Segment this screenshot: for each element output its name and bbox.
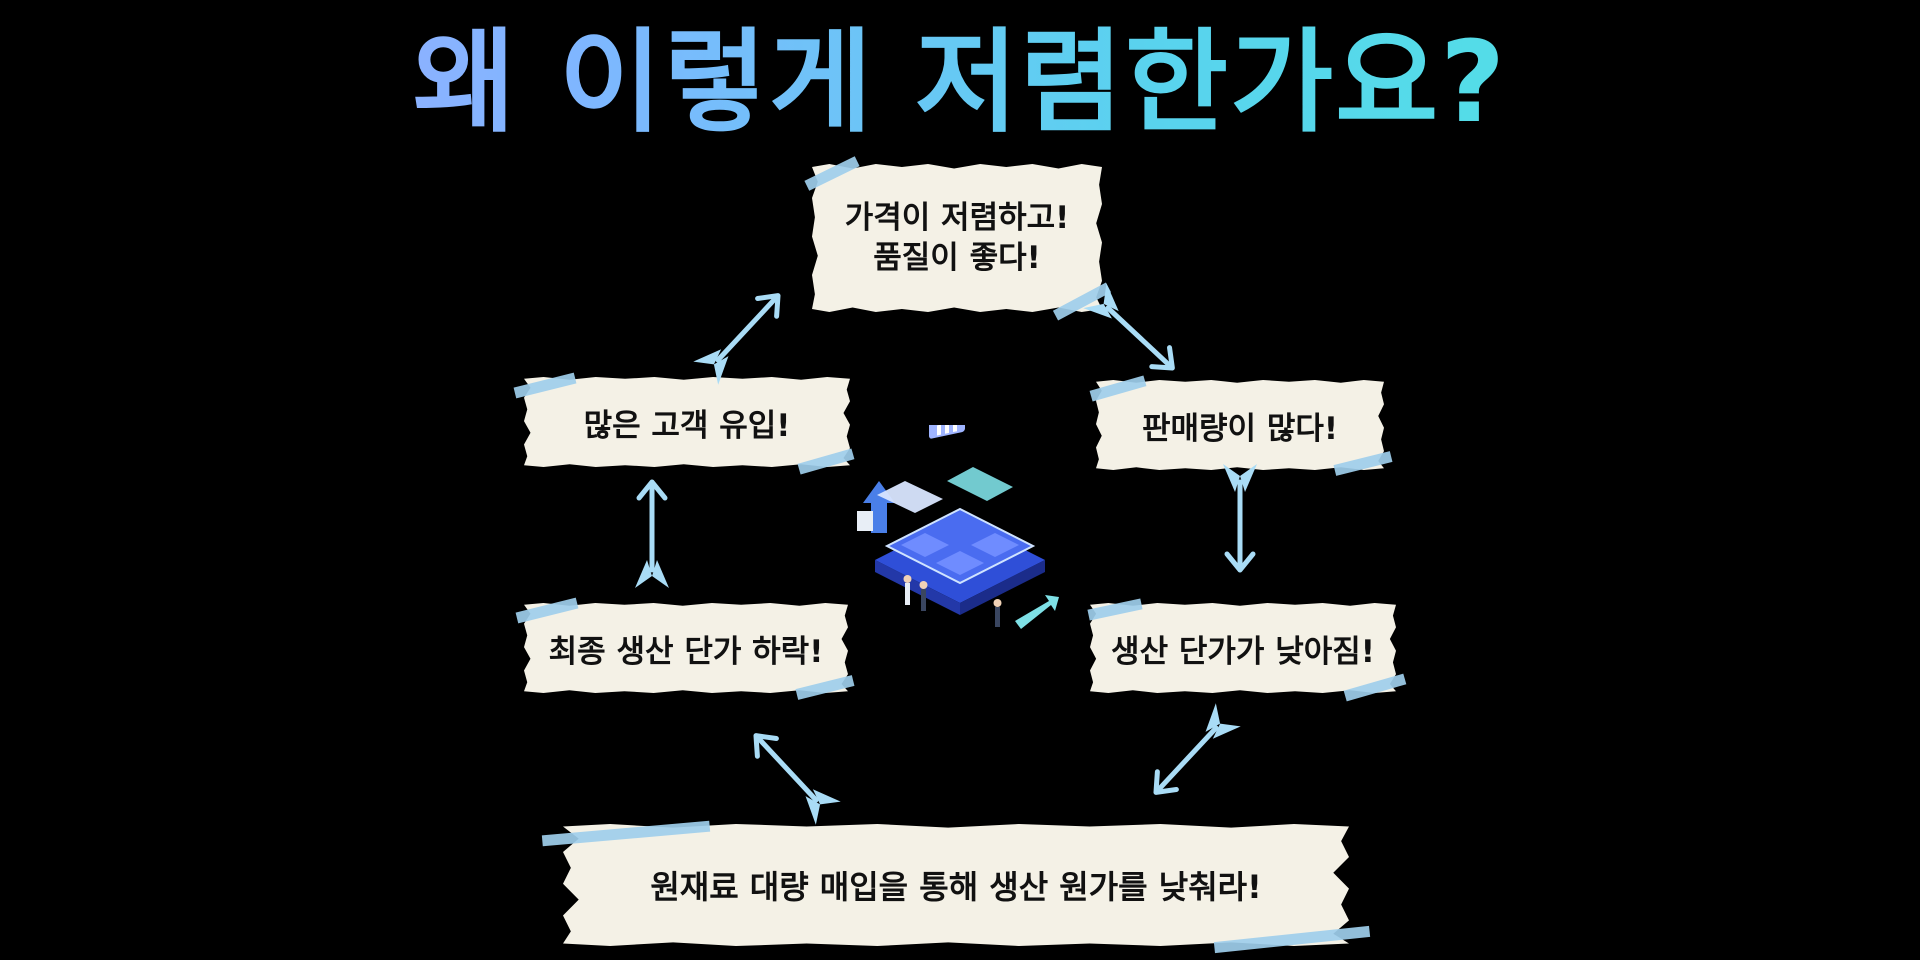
arrow-down-right [1083,283,1184,380]
page-title: 왜 이렇게 저렴한가요? [0,18,1920,148]
person-figure [905,583,910,605]
block-shape [857,511,873,531]
node-bottom: 원재료 대량 매입을 통해 생산 원가를 낮춰라! [563,824,1349,946]
arrow-up-right [693,284,790,385]
arrow-down [1223,464,1257,570]
growth-arrow-shape [1015,595,1059,629]
arrow-up [635,482,669,588]
person-figure [995,607,1000,627]
node-top: 가격이 저렴하고! 품질이 좋다! [812,164,1102,312]
floating-panel [877,481,943,513]
node-right-lower: 생산 단가가 낮아짐! [1090,603,1396,693]
arrow-up-left [744,724,841,825]
node-top-label: 가격이 저렴하고! 품질이 좋다! [844,200,1070,276]
isometric-platform-illustration [857,425,1059,629]
node-left-upper-label: 많은 고객 유입! [583,407,791,444]
node-right-lower-label: 생산 단가가 낮아짐! [1111,633,1375,670]
floating-panel [947,467,1013,501]
node-left-lower-label: 최종 생산 단가 하락! [548,633,824,670]
node-right-upper: 판매량이 많다! [1096,380,1384,470]
node-bottom-label: 원재료 대량 매입을 통해 생산 원가를 낮춰라! [650,868,1262,906]
node-left-lower: 최종 생산 단가 하락! [524,603,848,693]
node-left-upper: 많은 고객 유입! [524,377,850,467]
node-right-upper-label: 판매량이 많다! [1141,410,1339,447]
person-figure [921,589,926,611]
arrow-down-left [1144,703,1241,804]
